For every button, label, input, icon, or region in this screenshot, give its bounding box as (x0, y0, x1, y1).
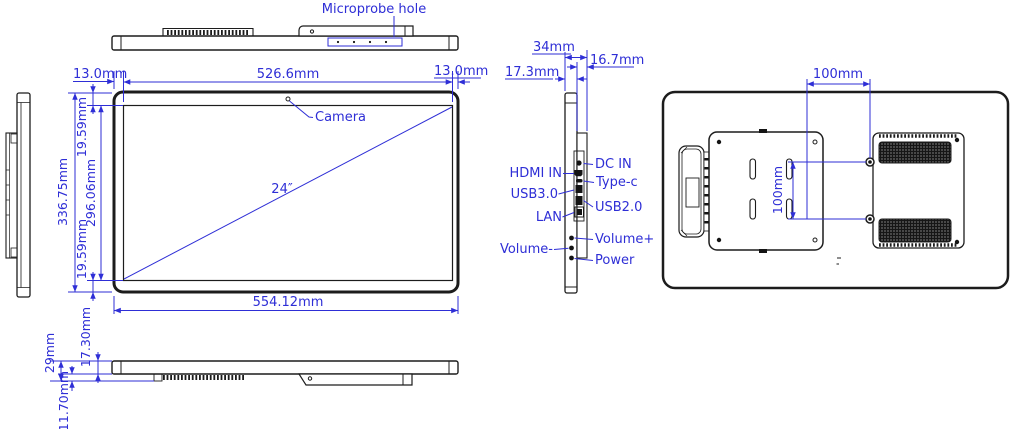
speaker-grille (878, 141, 952, 164)
lan-label: LAN (536, 210, 562, 225)
rear-center-marks (836, 257, 841, 265)
vesa-holes (865, 157, 875, 224)
volume-minus-label: Volume- (500, 242, 553, 257)
top-view-body (111, 35, 459, 51)
total-thickness-dim: 29mm (42, 333, 57, 373)
plate-hole (812, 237, 818, 243)
front-view-body (112, 90, 460, 294)
bezel-left-dim: 13.0mm (73, 67, 127, 82)
usb2-port (575, 196, 583, 205)
type-c-port (576, 179, 583, 183)
plate-top-tab (759, 129, 767, 133)
usb3-port (575, 185, 583, 193)
usb2-leader (583, 200, 594, 208)
right-side-rear-box (576, 132, 588, 259)
power-leader (574, 258, 594, 261)
volume-plus-label: Volume+ (595, 232, 654, 247)
rear-mount-plate (708, 129, 824, 253)
total-width-dim: 554.12mm (253, 295, 324, 310)
lan-port (574, 206, 584, 218)
bezel-bottom-dim: 19.59mm (74, 219, 89, 279)
microprobe-hole-label: Microprobe hole (322, 2, 426, 17)
speaker-grille (878, 218, 952, 243)
volume-plus-button (569, 235, 574, 241)
top-camera-housing (298, 25, 414, 37)
camera-icon (285, 96, 291, 102)
rear-thickness-dim: 11.70mm (56, 371, 71, 429)
right-side-body (564, 92, 578, 294)
usb3-leader (558, 189, 575, 195)
rear-speaker-panel (872, 132, 965, 249)
port-labels: HDMI IN DC IN Type-c USB3.0 USB2.0 LAN V… (500, 157, 654, 268)
front-depth-dim: 17.3mm (505, 65, 559, 80)
bezel-top-dim: 19.59mm (74, 97, 89, 157)
type-c-label: Type-c (595, 175, 638, 190)
lan-port-inner (576, 209, 582, 215)
rear-depth-dim: 16.7mm (590, 53, 644, 68)
front-view: Camera 24″ 13.0mm 526.6mm 13.0mm 336.75m… (55, 64, 488, 314)
total-height-dim: 336.75mm (55, 158, 70, 226)
microprobe-hole-outline (327, 37, 403, 47)
vesa-dimensions: 100mm 100mm (770, 67, 871, 220)
rear-side-bracket (678, 145, 705, 238)
volume-plus-leader (574, 237, 594, 240)
type-c-leader (583, 180, 595, 183)
left-side-rear-box (5, 132, 18, 259)
plate-hole (812, 139, 818, 145)
top-vent (162, 27, 254, 36)
power-label: Power (595, 253, 635, 268)
side-depth-dimensions: 34mm 16.7mm 17.3mm (505, 40, 644, 131)
rear-view: 100mm 100mm (661, 67, 1010, 290)
camera-leader-line (289, 100, 314, 118)
diagonal-line (123, 106, 453, 280)
usb3-label: USB3.0 (511, 187, 558, 202)
bottom-view-body (111, 360, 459, 375)
dc-in-leader (583, 163, 594, 165)
plate-bottom-tab (759, 249, 767, 253)
front-screen (122, 104, 454, 282)
panel-screw (954, 239, 960, 245)
screen-height-dim: 296.06mm (83, 159, 98, 227)
lan-leader (562, 212, 575, 218)
hdmi-label: HDMI IN (509, 166, 562, 181)
right-side-view: 34mm 16.7mm 17.3mm HDMI IN DC IN Type-c … (500, 40, 654, 294)
left-side-view (5, 92, 31, 298)
top-view-end-caps (120, 36, 450, 50)
front-bottom-dimension: 554.12mm (113, 295, 459, 314)
plate-screw (716, 139, 722, 145)
screen-width-dim: 526.6mm (257, 67, 320, 82)
front-left-dimensions: 336.75mm 296.06mm 19.59mm 19.59mm (55, 84, 123, 301)
total-depth-dim: 34mm (533, 40, 575, 55)
usb2-label: USB2.0 (595, 200, 642, 215)
bottom-camera-housing (297, 373, 413, 386)
camera-label: Camera (315, 110, 366, 125)
microprobe-holes (336, 40, 388, 44)
hdmi-port (574, 170, 583, 177)
diagonal-size-label: 24″ (271, 182, 293, 197)
volume-minus-button (569, 245, 574, 251)
plate-screw (716, 237, 722, 243)
volume-minus-leader (553, 247, 569, 250)
bezel-right-dim: 13.0mm (434, 64, 488, 79)
bottom-dimensions: 29mm 17.30mm 11.70mm (42, 307, 154, 429)
mount-slot (749, 158, 757, 180)
panel-screw (954, 137, 960, 143)
top-view: Microprobe hole (111, 2, 459, 51)
front-thickness-dim: 17.30mm (78, 307, 93, 367)
left-side-body (16, 92, 31, 298)
vesa-vertical-dim: 100mm (770, 166, 785, 214)
port-recess (573, 150, 585, 222)
power-button (569, 255, 574, 261)
vesa-horizontal-dim: 100mm (813, 67, 863, 82)
bottom-vent (153, 373, 245, 382)
front-top-dimensions: 13.0mm 526.6mm 13.0mm (73, 64, 488, 102)
mount-slot (749, 198, 757, 220)
dc-in-label: DC IN (595, 157, 632, 172)
dc-in-port (576, 160, 582, 166)
bottom-view: 29mm 17.30mm 11.70mm (42, 307, 459, 429)
